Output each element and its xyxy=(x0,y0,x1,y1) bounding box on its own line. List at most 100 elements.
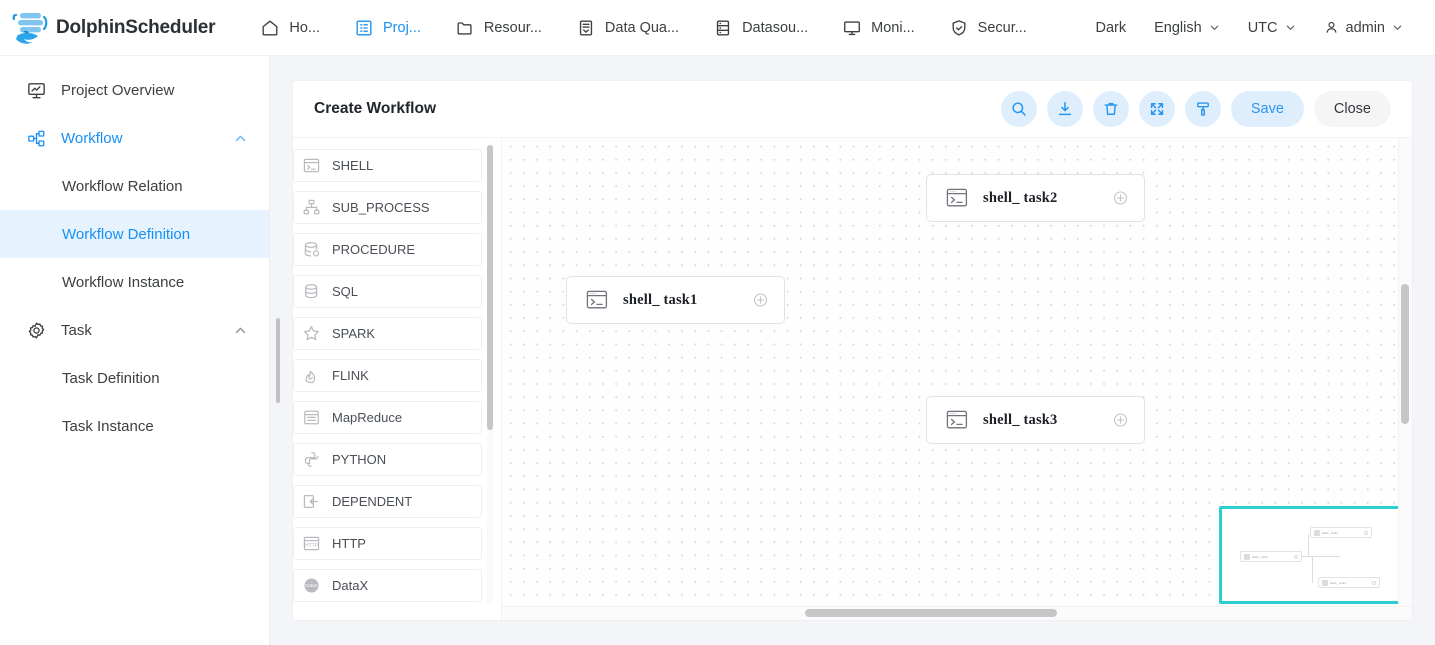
dag-node-shell-task1[interactable]: shell_ task1 xyxy=(566,276,785,324)
nav-item-security[interactable]: Secur... xyxy=(932,0,1044,56)
task-type-sql[interactable]: SQL xyxy=(293,275,482,308)
nav-item-monitor-label: Moni... xyxy=(871,19,915,36)
task-type-spark-label: SPARK xyxy=(332,326,376,341)
chevron-down-icon xyxy=(1392,22,1403,33)
task-type-spark[interactable]: SPARK xyxy=(293,317,482,350)
nav-item-resources-label: Resour... xyxy=(483,19,542,36)
node-output-port[interactable] xyxy=(1113,413,1128,428)
minimap-node-port xyxy=(1294,554,1298,559)
task-type-python[interactable]: PYTHON xyxy=(293,443,482,476)
task-type-http-label: HTTP xyxy=(332,536,366,551)
task-type-http[interactable]: HTTP HTTP xyxy=(293,527,482,560)
download-icon xyxy=(1056,100,1074,118)
save-button[interactable]: Save xyxy=(1230,91,1304,127)
svg-text:HTTP: HTTP xyxy=(305,543,319,549)
task-type-shell[interactable]: SHELL xyxy=(293,149,482,182)
close-button[interactable]: Close xyxy=(1313,91,1391,127)
user-icon xyxy=(1324,20,1339,35)
python-icon xyxy=(302,450,321,469)
datax-icon: DataX xyxy=(302,576,321,595)
search-icon xyxy=(1010,100,1028,118)
format-dag-button[interactable] xyxy=(1184,91,1221,127)
data-quality-icon xyxy=(576,18,596,38)
task-type-sub-process[interactable]: SUB_PROCESS xyxy=(293,191,482,224)
minimap[interactable]: shell_ task1 shell_ task2 shell_ task3 xyxy=(1219,506,1404,604)
task-type-dependent-label: DEPENDENT xyxy=(332,494,413,509)
minimap-node-port xyxy=(1364,530,1368,535)
datasource-icon xyxy=(713,18,733,38)
nav-item-project-label: Proj... xyxy=(383,19,421,36)
dolphin-logo-icon xyxy=(10,8,54,48)
theme-toggle[interactable]: Dark xyxy=(1082,20,1141,36)
sidebar-item-workflow[interactable]: Workflow xyxy=(0,114,269,162)
nav-item-datasource-label: Datasou... xyxy=(742,19,809,36)
fullscreen-button[interactable] xyxy=(1138,91,1175,127)
task-type-python-label: PYTHON xyxy=(332,452,387,467)
minimap-node: shell_ task2 xyxy=(1310,527,1372,538)
delete-button[interactable] xyxy=(1092,91,1129,127)
task-type-datax[interactable]: DataX DataX xyxy=(293,569,482,602)
nav-item-datasource[interactable]: Datasou... xyxy=(696,0,825,56)
mapreduce-icon xyxy=(302,408,321,427)
sql-icon xyxy=(302,282,321,301)
primary-nav: Ho... Proj... Resour... xyxy=(243,0,1043,56)
nav-item-monitor[interactable]: Moni... xyxy=(825,0,932,56)
search-button[interactable] xyxy=(1000,91,1037,127)
dag-node-shell-task3[interactable]: shell_ task3 xyxy=(926,396,1145,444)
shell-icon xyxy=(1314,529,1320,536)
sub-process-icon xyxy=(302,198,321,217)
chevron-up-icon[interactable] xyxy=(234,132,247,145)
home-icon xyxy=(260,18,280,38)
brand[interactable]: DolphinScheduler xyxy=(10,8,216,48)
sidebar-scrollbar[interactable] xyxy=(276,318,280,403)
dag-node-label: shell_ task1 xyxy=(623,291,698,308)
canvas-horizontal-scrollbar-track xyxy=(502,606,1412,620)
top-navbar: DolphinScheduler Ho... Proj... xyxy=(0,0,1435,56)
minimap-node: shell_ task1 xyxy=(1240,551,1302,562)
folder-icon xyxy=(455,18,475,38)
timezone-selector[interactable]: UTC xyxy=(1234,20,1310,36)
dag-node-shell-task2[interactable]: shell_ task2 xyxy=(926,174,1145,222)
nav-item-home[interactable]: Ho... xyxy=(243,0,337,56)
flink-icon xyxy=(302,366,321,385)
nav-item-project[interactable]: Proj... xyxy=(337,0,438,56)
canvas-vertical-scrollbar-thumb[interactable] xyxy=(1401,284,1409,424)
canvas-horizontal-scrollbar-thumb[interactable] xyxy=(805,609,1057,617)
language-selector[interactable]: English xyxy=(1140,20,1234,36)
task-type-flink[interactable]: FLINK xyxy=(293,359,482,392)
nav-item-resources[interactable]: Resour... xyxy=(438,0,559,56)
node-output-port[interactable] xyxy=(753,293,768,308)
shell-icon xyxy=(584,287,610,313)
language-label: English xyxy=(1154,19,1202,36)
user-menu[interactable]: admin xyxy=(1310,20,1418,36)
sidebar-item-task-definition[interactable]: Task Definition xyxy=(0,354,269,402)
download-button[interactable] xyxy=(1046,91,1083,127)
node-output-port[interactable] xyxy=(1113,191,1128,206)
nav-item-data-quality[interactable]: Data Qua... xyxy=(559,0,696,56)
palette-scrollbar-thumb[interactable] xyxy=(487,145,493,430)
chevron-up-icon[interactable] xyxy=(234,324,247,337)
chevron-down-icon xyxy=(1285,22,1296,33)
task-type-procedure[interactable]: PROCEDURE xyxy=(293,233,482,266)
shell-icon xyxy=(944,407,970,433)
toolbar-actions: Save Close xyxy=(1000,91,1391,127)
editor-body: SHELL SUB_PROCESS xyxy=(293,138,1412,620)
sidebar-item-workflow-relation[interactable]: Workflow Relation xyxy=(0,162,269,210)
task-type-mapreduce[interactable]: MapReduce xyxy=(293,401,482,434)
minimap-node-label: shell_ task3 xyxy=(1330,580,1347,585)
sidebar-item-workflow-definition[interactable]: Workflow Definition xyxy=(0,210,269,258)
sidebar-item-task-instance[interactable]: Task Instance xyxy=(0,402,269,450)
task-type-sub-process-label: SUB_PROCESS xyxy=(332,200,430,215)
dag-node-label: shell_ task2 xyxy=(983,189,1058,206)
shell-icon xyxy=(302,156,321,175)
minimap-node-port xyxy=(1372,580,1376,585)
task-type-dependent[interactable]: DEPENDENT xyxy=(293,485,482,518)
svg-text:DataX: DataX xyxy=(305,583,317,588)
sidebar-item-task[interactable]: Task xyxy=(0,306,269,354)
dag-canvas[interactable]: shell_ task1 xyxy=(501,138,1412,620)
sidebar-item-project-overview[interactable]: Project Overview xyxy=(0,66,269,114)
task-type-palette: SHELL SUB_PROCESS xyxy=(293,138,501,620)
brand-name: DolphinScheduler xyxy=(56,16,216,38)
sidebar-item-workflow-instance[interactable]: Workflow Instance xyxy=(0,258,269,306)
timezone-label: UTC xyxy=(1247,19,1278,36)
